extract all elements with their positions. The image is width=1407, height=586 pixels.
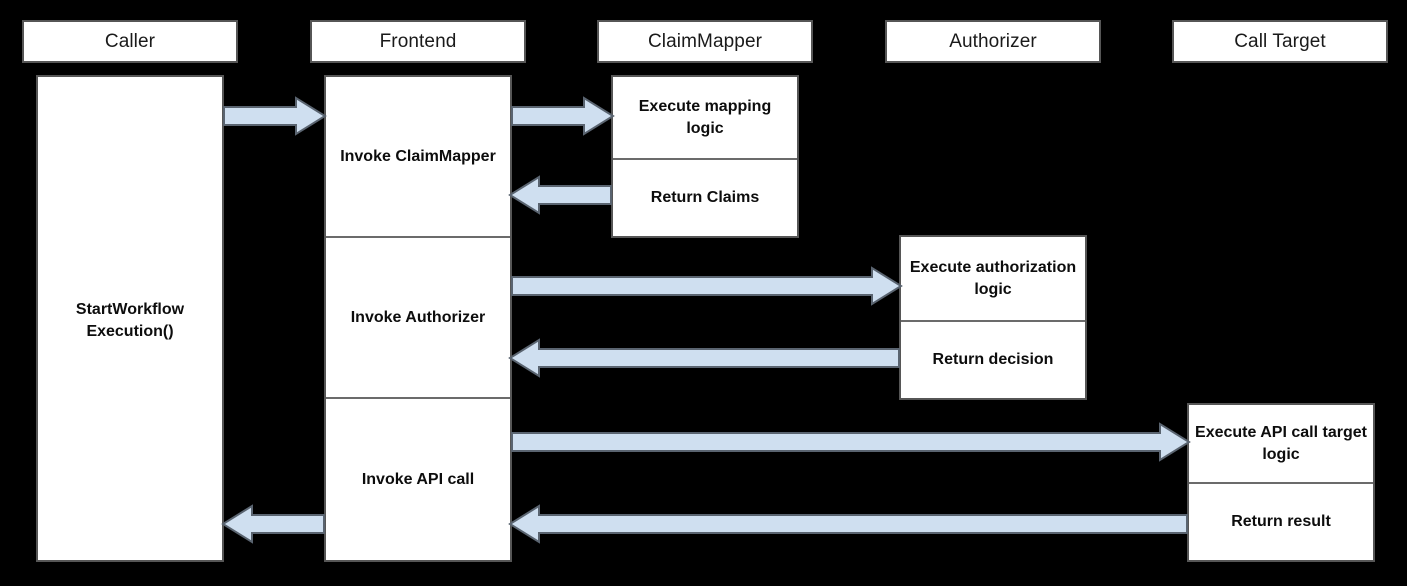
step-label: Execute authorization logic xyxy=(909,259,1077,298)
message-arrow-calltarget-to-frontend[interactable] xyxy=(508,504,1188,544)
step-label: Execute API call target logic xyxy=(1195,424,1367,463)
lifeline-label-caller: Caller xyxy=(104,30,156,52)
activation-calltarget[interactable]: Execute API call target logic Return res… xyxy=(1187,403,1375,562)
activation-caller[interactable]: StartWorkflow Execution() xyxy=(36,75,224,562)
step-label: Invoke ClaimMapper xyxy=(340,147,496,165)
message-arrow-authorizer-to-frontend[interactable] xyxy=(508,338,900,378)
lifeline-header-caller[interactable]: Caller xyxy=(22,20,238,63)
lifeline-header-frontend[interactable]: Frontend xyxy=(310,20,526,63)
step-label: Return result xyxy=(1231,513,1331,531)
step-frontend-invoke-api-call[interactable]: Invoke API call xyxy=(326,397,510,560)
step-label: Return Claims xyxy=(650,189,760,207)
step-label: StartWorkflow Execution() xyxy=(75,301,185,340)
message-arrow-frontend-to-claimmapper[interactable] xyxy=(511,96,615,136)
step-calltarget-execute-api-call-target-logic[interactable]: Execute API call target logic xyxy=(1189,405,1373,482)
step-claimmapper-execute-mapping-logic[interactable]: Execute mapping logic xyxy=(613,77,797,158)
lifeline-label-claimmapper: ClaimMapper xyxy=(647,30,763,52)
lifeline-header-calltarget[interactable]: Call Target xyxy=(1172,20,1388,63)
lifeline-label-authorizer: Authorizer xyxy=(949,30,1037,52)
message-arrow-caller-to-frontend[interactable] xyxy=(223,96,327,136)
lifeline-label-calltarget: Call Target xyxy=(1234,30,1326,52)
lifeline-header-claimmapper[interactable]: ClaimMapper xyxy=(597,20,813,63)
step-label: Invoke Authorizer xyxy=(350,308,486,326)
message-arrow-frontend-to-caller[interactable] xyxy=(221,504,325,544)
step-authorizer-execute-authorization-logic[interactable]: Execute authorization logic xyxy=(901,237,1085,320)
step-authorizer-return-decision[interactable]: Return decision xyxy=(901,320,1085,398)
activation-frontend[interactable]: Invoke ClaimMapper Invoke Authorizer Inv… xyxy=(324,75,512,562)
lifeline-header-authorizer[interactable]: Authorizer xyxy=(885,20,1101,63)
step-label: Invoke API call xyxy=(361,470,475,488)
step-calltarget-return-result[interactable]: Return result xyxy=(1189,482,1373,560)
activation-authorizer[interactable]: Execute authorization logic Return decis… xyxy=(899,235,1087,400)
step-frontend-invoke-authorizer[interactable]: Invoke Authorizer xyxy=(326,236,510,397)
message-arrow-frontend-to-authorizer[interactable] xyxy=(511,266,903,306)
step-claimmapper-return-claims[interactable]: Return Claims xyxy=(613,158,797,236)
step-label: Execute mapping logic xyxy=(638,98,772,137)
step-caller-startworkflow[interactable]: StartWorkflow Execution() xyxy=(38,77,222,564)
lifeline-label-frontend: Frontend xyxy=(379,30,457,52)
message-arrow-frontend-to-calltarget[interactable] xyxy=(511,422,1191,462)
activation-claimmapper[interactable]: Execute mapping logic Return Claims xyxy=(611,75,799,238)
step-label: Return decision xyxy=(932,351,1054,369)
message-arrow-claimmapper-to-frontend[interactable] xyxy=(508,175,612,215)
step-frontend-invoke-claimmapper[interactable]: Invoke ClaimMapper xyxy=(326,77,510,236)
